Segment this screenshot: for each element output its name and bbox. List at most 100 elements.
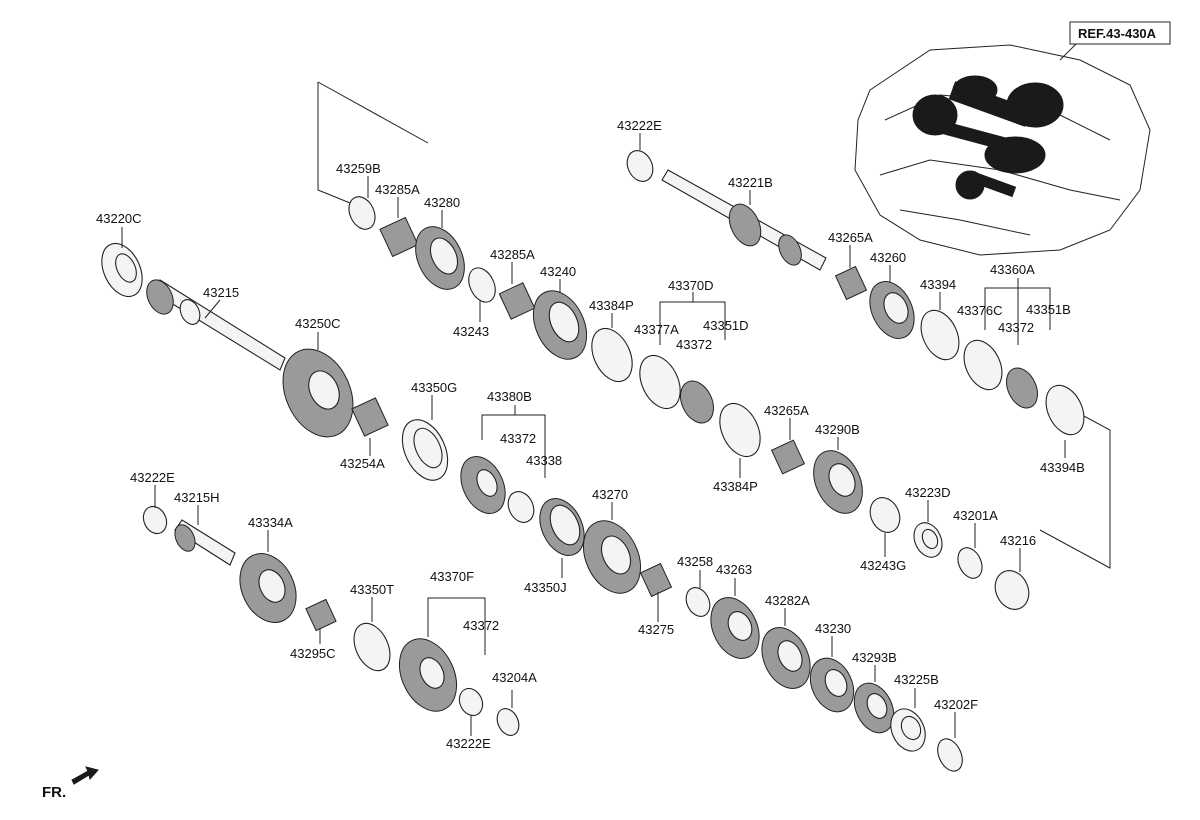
- part-43230-gear: [809, 657, 855, 713]
- part-label[interactable]: 43265A: [828, 230, 873, 245]
- part-43263-gear: [710, 597, 760, 659]
- part-label[interactable]: 43285A: [375, 182, 420, 197]
- part-label[interactable]: 43285A: [490, 247, 535, 262]
- part-43275: [639, 562, 673, 598]
- part-label[interactable]: 43394B: [1040, 460, 1085, 475]
- part-label[interactable]: 43282A: [765, 593, 810, 608]
- part-43225B-bearing: [890, 708, 926, 752]
- part-label[interactable]: 43222E: [617, 118, 662, 133]
- part-43243G: [869, 497, 901, 533]
- part-label[interactable]: 43295C: [290, 646, 336, 661]
- part-label[interactable]: 43216: [1000, 533, 1036, 548]
- part-label[interactable]: 43250C: [295, 316, 341, 331]
- part-label[interactable]: 43240: [540, 264, 576, 279]
- part-label[interactable]: 43394: [920, 277, 956, 292]
- part-label[interactable]: 43259B: [336, 161, 381, 176]
- part-label[interactable]: 43384P: [589, 298, 634, 313]
- part-label[interactable]: 43260: [870, 250, 906, 265]
- part-label[interactable]: 43258: [677, 554, 713, 569]
- part-label[interactable]: 43204A: [492, 670, 537, 685]
- part-label[interactable]: 43370D: [668, 278, 714, 293]
- part-label[interactable]: 43225B: [894, 672, 939, 687]
- part-label[interactable]: 43220C: [96, 211, 142, 226]
- front-indicator: FR.: [42, 766, 99, 801]
- part-label[interactable]: 43280: [424, 195, 460, 210]
- part-43394B: [1045, 384, 1085, 436]
- part-label[interactable]: 43372: [500, 431, 536, 446]
- part-label[interactable]: 43215: [203, 285, 239, 300]
- part-43222E-lower: [458, 687, 484, 717]
- part-label[interactable]: 43221B: [728, 175, 773, 190]
- part-43258: [685, 587, 711, 617]
- part-43220C: [101, 232, 143, 298]
- part-43350J: [539, 498, 585, 556]
- front-label: FR.: [42, 784, 66, 801]
- part-label[interactable]: 43351B: [1026, 302, 1071, 317]
- part-label[interactable]: 43265A: [764, 403, 809, 418]
- part-43295C: [305, 598, 337, 632]
- part-43370F-synchro: [398, 597, 486, 712]
- part-label[interactable]: 43350T: [350, 582, 394, 597]
- part-label[interactable]: 43338: [526, 453, 562, 468]
- part-43254A: [351, 397, 389, 437]
- part-43221B-shaft: [661, 169, 827, 271]
- part-label[interactable]: 43201A: [953, 508, 998, 523]
- part-label[interactable]: 43263: [716, 562, 752, 577]
- part-43243: [468, 267, 496, 303]
- upper-bracket: [317, 81, 1111, 569]
- part-label[interactable]: 43243: [453, 324, 489, 339]
- part-label[interactable]: 43254A: [340, 456, 385, 471]
- part-43260-gear: [869, 281, 915, 339]
- part-label[interactable]: 43350J: [524, 580, 567, 595]
- part-43265A-upper: [834, 265, 868, 301]
- part-43240-gear: [532, 290, 588, 360]
- part-43250C-gear: [282, 348, 354, 438]
- part-43202F: [937, 738, 963, 772]
- reference-callout[interactable]: REF.43-430A: [1069, 21, 1171, 45]
- part-43270-gear: [582, 520, 642, 594]
- part-43350G: [401, 419, 449, 481]
- leader-lines: [121, 133, 1066, 738]
- part-43338: [507, 491, 535, 523]
- part-43384P-lower: [719, 402, 761, 458]
- part-label[interactable]: 43380B: [487, 389, 532, 404]
- part-label[interactable]: 43360A: [990, 262, 1035, 277]
- part-43351B-synchro: [984, 278, 1051, 409]
- part-label[interactable]: 43334A: [248, 515, 293, 530]
- part-label[interactable]: 43350G: [411, 380, 457, 395]
- part-43201A: [957, 547, 983, 579]
- part-label[interactable]: 43222E: [130, 470, 175, 485]
- part-43215H: [174, 519, 236, 566]
- part-label[interactable]: 43202F: [934, 697, 978, 712]
- part-label[interactable]: 43222E: [446, 736, 491, 751]
- part-43377A: [639, 354, 681, 410]
- part-label[interactable]: 43230: [815, 621, 851, 636]
- part-label[interactable]: 43372: [998, 320, 1034, 335]
- part-label[interactable]: 43351D: [703, 318, 749, 333]
- reference-label: REF.43-430A: [1078, 26, 1157, 41]
- part-label[interactable]: 43275: [638, 622, 674, 637]
- part-43351D-synchro: [659, 292, 726, 424]
- part-label[interactable]: 43243G: [860, 558, 906, 573]
- part-label[interactable]: 43376C: [957, 303, 1003, 318]
- part-43334A-gear: [239, 553, 297, 623]
- part-label[interactable]: 43377A: [634, 322, 679, 337]
- part-43384P-upper: [591, 327, 633, 383]
- part-43216: [994, 570, 1030, 610]
- part-label[interactable]: 43293B: [852, 650, 897, 665]
- part-number-labels: 43220C 43215 43259B 43285A 43280 43285A …: [96, 118, 1085, 751]
- part-label[interactable]: 43370F: [430, 569, 474, 584]
- part-label[interactable]: 43372: [463, 618, 499, 633]
- part-label[interactable]: 43372: [676, 337, 712, 352]
- part-43259B: [348, 196, 376, 230]
- part-43293B-gear: [853, 682, 895, 734]
- part-label[interactable]: 43215H: [174, 490, 220, 505]
- part-label[interactable]: 43270: [592, 487, 628, 502]
- part-43285A-upper: [379, 216, 419, 258]
- part-label[interactable]: 43384P: [713, 479, 758, 494]
- part-label[interactable]: 43290B: [815, 422, 860, 437]
- part-43282A-gear: [761, 627, 811, 689]
- part-label[interactable]: 43223D: [905, 485, 951, 500]
